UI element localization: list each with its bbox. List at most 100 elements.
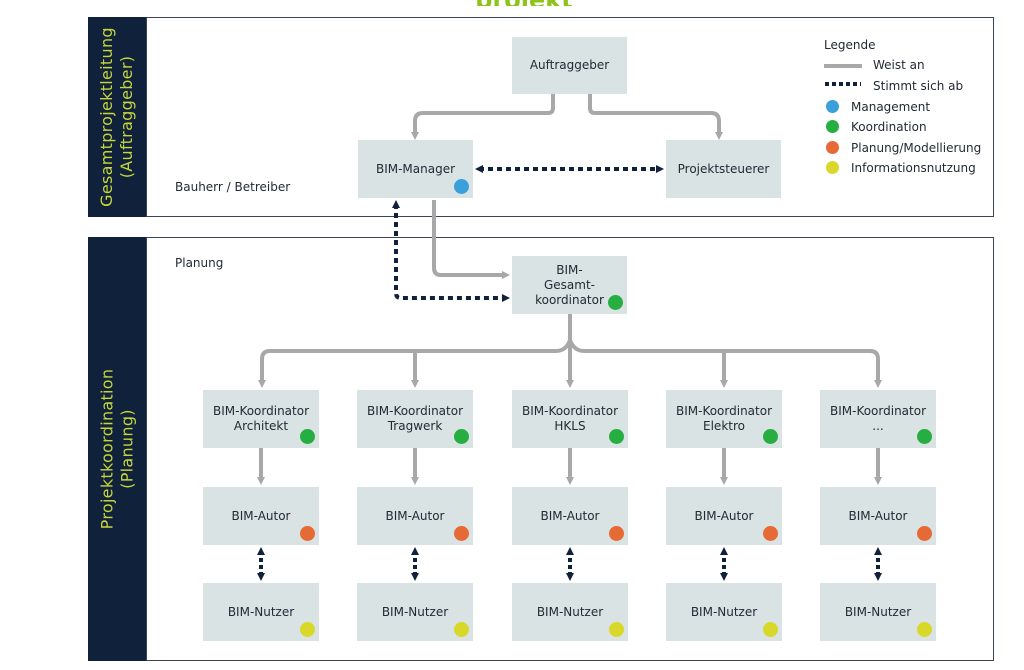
node-label-line: BIM-Koordinator: [521, 404, 619, 418]
koordination-dot: [763, 429, 778, 444]
planung-legend-dot: [826, 141, 839, 154]
node-bim-koordinator-elektro: BIM-Koordinator Elektro: [666, 390, 782, 448]
band-label-line2: (Planung): [117, 409, 136, 489]
section-band-label: Gesamtprojektleitung (Auftraggeber): [97, 27, 137, 207]
node-bim-nutzer-elektro: BIM-Nutzer: [666, 583, 782, 641]
node-label: BIM-Autor: [231, 508, 291, 523]
node-label-line: BIM-: [556, 262, 583, 277]
node-label-line: koordinator: [535, 292, 604, 307]
information-dot: [300, 622, 315, 637]
node-label: BIM-Koordinator Elektro: [676, 404, 772, 434]
node-label-line: HKLS: [554, 419, 586, 433]
node-bim-autor-architekt: BIM-Autor: [203, 487, 319, 545]
legend-label: Management: [851, 100, 931, 114]
legend-title: Legende: [824, 38, 876, 52]
node-label: BIM- Gesamt- koordinator: [535, 263, 604, 308]
section-band-gesamtprojektleitung: Gesamtprojektleitung (Auftraggeber): [88, 17, 146, 217]
node-label: BIM-Nutzer: [536, 604, 604, 619]
legend-item-planung: Planung/Modellierung: [826, 141, 996, 159]
legend-label: Planung/Modellierung: [851, 141, 982, 155]
information-legend-dot: [826, 161, 839, 174]
node-label: BIM-Autor: [694, 508, 754, 523]
node-label: BIM-Nutzer: [690, 604, 758, 619]
koordination-dot: [454, 429, 469, 444]
node-bim-nutzer-architekt: BIM-Nutzer: [203, 583, 319, 641]
band-label-line2: (Auftraggeber): [117, 55, 136, 179]
node-label: BIM-Autor: [848, 508, 908, 523]
band-label-line1: Projektkoordination: [97, 368, 116, 530]
section-band-label: Projektkoordination (Planung): [97, 369, 137, 530]
planung-dot: [609, 526, 624, 541]
node-bim-autor-elektro: BIM-Autor: [666, 487, 782, 545]
koordination-dot: [608, 295, 623, 310]
koordination-dot: [609, 429, 624, 444]
node-label: BIM-Nutzer: [844, 604, 912, 619]
node-bim-nutzer-tragwerk: BIM-Nutzer: [357, 583, 473, 641]
node-label-line: Elektro: [703, 419, 745, 433]
legend-item-weist-an: Weist an: [824, 58, 994, 78]
legend-label: Stimmt sich ab: [873, 79, 964, 93]
solid-line-sample: [824, 64, 862, 68]
section-frame-top: [146, 17, 994, 217]
management-legend-dot: [826, 100, 839, 113]
information-dot: [454, 622, 469, 637]
top-title-fragment: projekt: [464, 0, 584, 6]
node-label: Projektsteuerer: [677, 161, 770, 176]
dotted-line-sample: [825, 82, 861, 86]
koordination-dot: [917, 429, 932, 444]
section-frame-bottom: [146, 237, 994, 661]
legend-label: Weist an: [873, 58, 925, 72]
information-dot: [609, 622, 624, 637]
node-label: BIM-Koordinator ...: [830, 404, 926, 434]
planung-dot: [300, 526, 315, 541]
koordination-dot: [300, 429, 315, 444]
node-label: BIM-Nutzer: [381, 604, 449, 619]
management-dot: [454, 179, 469, 194]
legend-item-stimmt-sich-ab: Stimmt sich ab: [824, 79, 994, 99]
band-label-line1: Gesamtprojektleitung: [97, 27, 116, 207]
node-label: BIM-Manager: [375, 161, 456, 176]
planung-dot: [763, 526, 778, 541]
node-label-line: BIM-Koordinator: [675, 404, 773, 418]
node-label: BIM-Nutzer: [227, 604, 295, 619]
node-bim-autor-hkls: BIM-Autor: [512, 487, 628, 545]
legend-label: Informationsnutzung: [851, 161, 976, 175]
section-band-projektkoordination: Projektkoordination (Planung): [88, 237, 146, 661]
node-label-line: BIM-Koordinator: [829, 404, 927, 418]
zone-label-bauherr: Bauherr / Betreiber: [175, 180, 291, 194]
information-dot: [917, 622, 932, 637]
node-label: BIM-Autor: [540, 508, 600, 523]
legend-item-management: Management: [826, 100, 996, 118]
node-label: BIM-Autor: [385, 508, 445, 523]
node-label-line: BIM-Koordinator: [212, 404, 310, 418]
node-label-line: ...: [872, 419, 884, 433]
node-bim-koordinator-weitere: BIM-Koordinator ...: [820, 390, 936, 448]
information-dot: [763, 622, 778, 637]
node-bim-autor-weitere: BIM-Autor: [820, 487, 936, 545]
node-label: BIM-Koordinator Tragwerk: [367, 404, 463, 434]
node-bim-koordinator-architekt: BIM-Koordinator Architekt: [203, 390, 319, 448]
node-bim-gesamtkoordinator: BIM- Gesamt- koordinator: [512, 256, 627, 314]
node-projektsteuerer: Projektsteuerer: [666, 140, 781, 198]
node-label: Auftraggeber: [529, 58, 610, 72]
node-label-line: BIM-Koordinator: [366, 404, 464, 418]
node-bim-manager: BIM-Manager: [358, 140, 473, 198]
node-label-line: Architekt: [233, 419, 289, 433]
legend-item-informationsnutzung: Informationsnutzung: [826, 161, 996, 179]
planung-dot: [917, 526, 932, 541]
planung-dot: [454, 526, 469, 541]
legend-item-koordination: Koordination: [826, 120, 996, 138]
node-label: BIM-Koordinator Architekt: [213, 404, 309, 434]
zone-label-planung: Planung: [175, 256, 224, 270]
node-label: BIM-Koordinator HKLS: [522, 404, 618, 434]
node-bim-autor-tragwerk: BIM-Autor: [357, 487, 473, 545]
node-label-line: Gesamt-: [543, 277, 595, 292]
node-bim-nutzer-weitere: BIM-Nutzer: [820, 583, 936, 641]
node-bim-nutzer-hkls: BIM-Nutzer: [512, 583, 628, 641]
node-bim-koordinator-tragwerk: BIM-Koordinator Tragwerk: [357, 390, 473, 448]
legend-label: Koordination: [851, 120, 927, 134]
koordination-legend-dot: [826, 120, 839, 133]
node-label-line: Tragwerk: [387, 419, 443, 433]
node-auftraggeber: Auftraggeber: [512, 37, 627, 94]
node-bim-koordinator-hkls: BIM-Koordinator HKLS: [512, 390, 628, 448]
